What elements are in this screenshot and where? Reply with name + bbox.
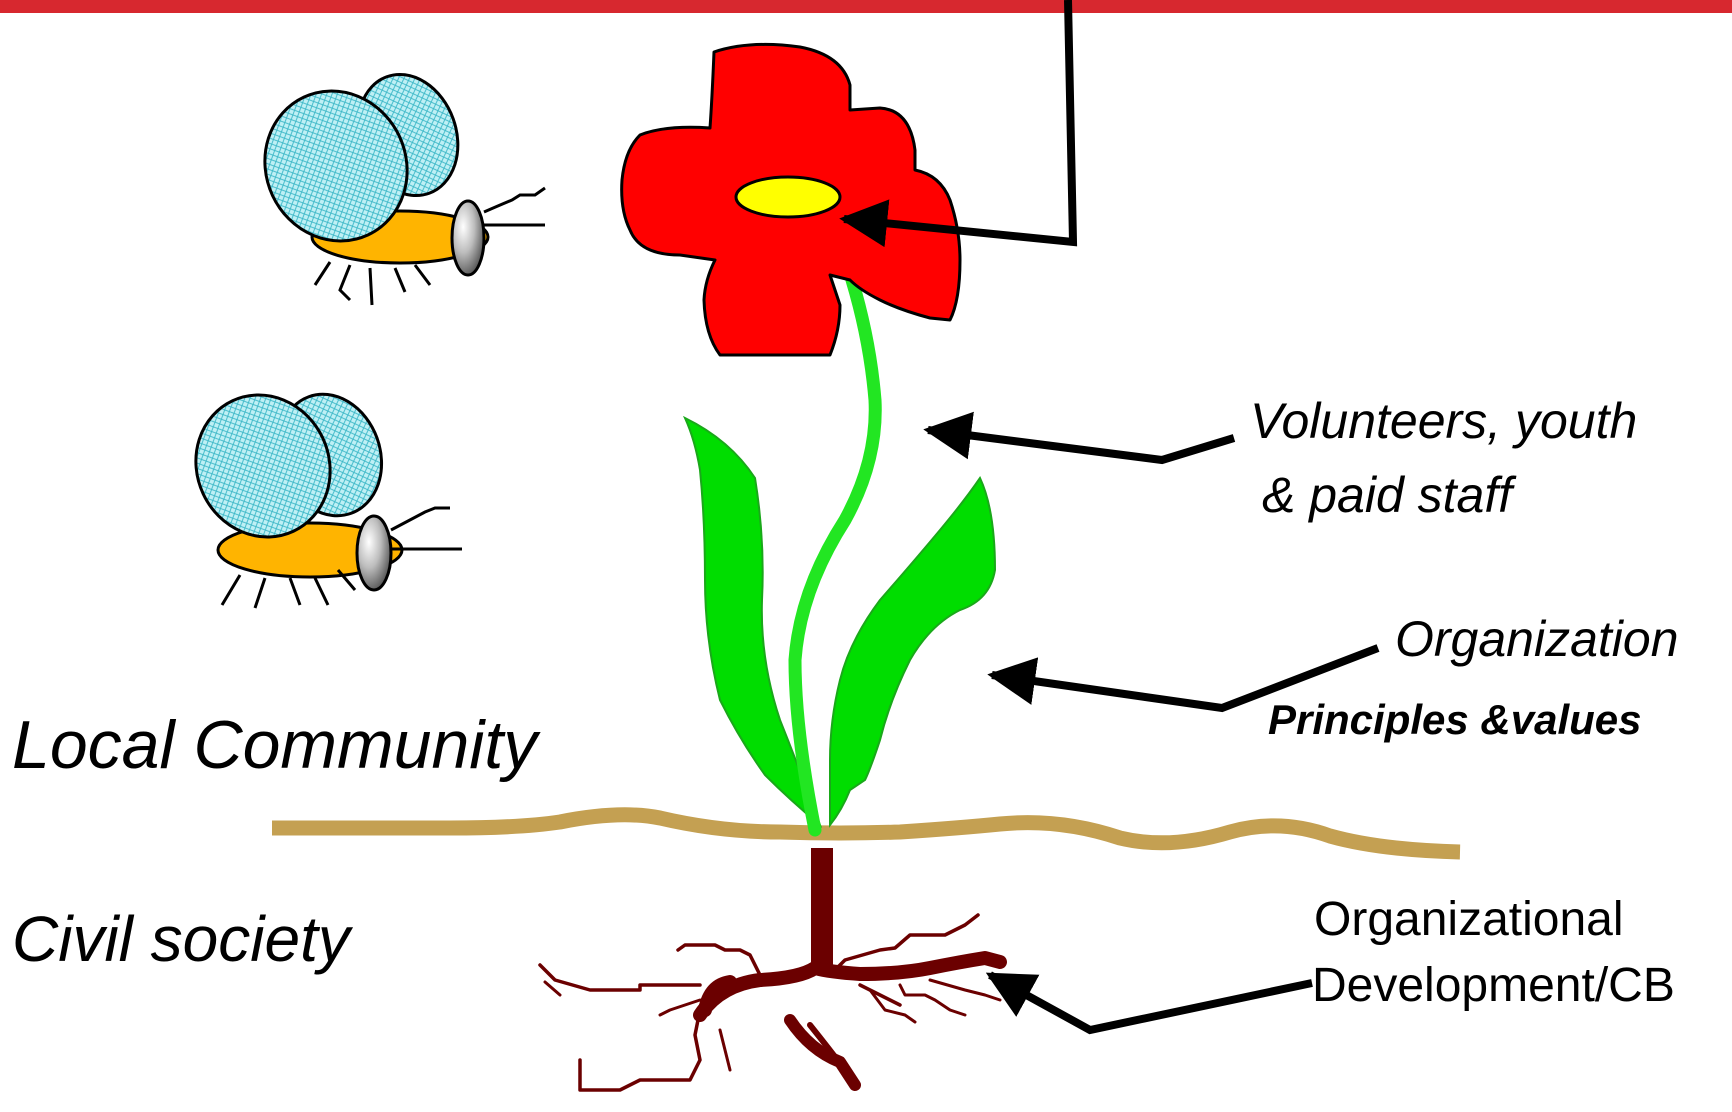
organizational-label-line1: Organizational bbox=[1314, 892, 1624, 947]
flower-center bbox=[736, 177, 840, 217]
ground-line bbox=[272, 815, 1460, 852]
top-bar bbox=[0, 0, 1732, 13]
volunteers-label-line1: Volunteers, youth bbox=[1250, 392, 1637, 450]
local-community-label: Local Community bbox=[12, 706, 537, 784]
bee-icon bbox=[173, 373, 462, 608]
organization-label: Organization bbox=[1395, 610, 1679, 668]
leaves bbox=[685, 418, 995, 825]
civil-society-label: Civil society bbox=[12, 902, 350, 976]
flower-icon bbox=[622, 44, 960, 355]
volunteers-label-line2: & paid staff bbox=[1262, 466, 1512, 524]
roots bbox=[540, 848, 1000, 1090]
development-cb-label-line2: Development/CB bbox=[1312, 958, 1675, 1013]
right-leaf bbox=[830, 478, 995, 825]
principles-values-label: Principles &values bbox=[1268, 696, 1642, 744]
bee-icon bbox=[240, 60, 545, 305]
arrow-to-stem bbox=[928, 430, 1234, 460]
arrow-to-roots bbox=[990, 975, 1312, 1030]
